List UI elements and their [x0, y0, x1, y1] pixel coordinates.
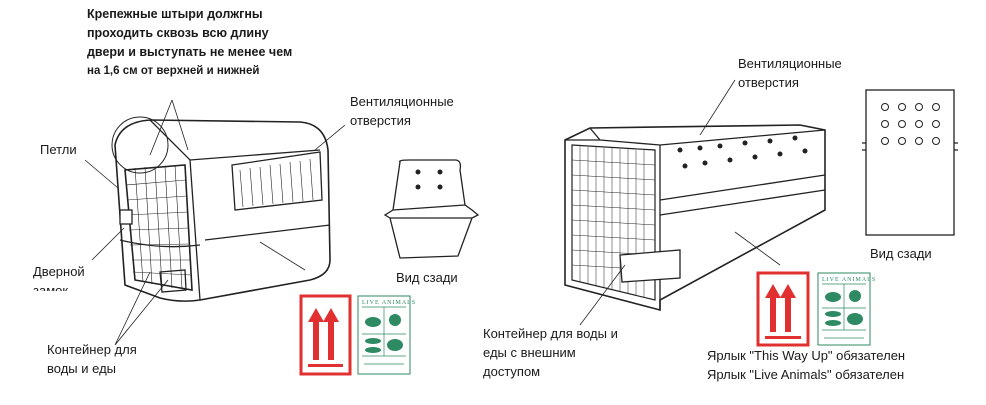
water-food-line: воды и еды: [47, 361, 116, 376]
live-animals-label-left: LIVE ANIMALS: [357, 295, 416, 375]
water-food-line: Контейнер для: [47, 342, 137, 357]
water-food-label-left: Контейнер для воды и еды: [47, 340, 137, 378]
water-food-line: доступом: [483, 364, 541, 379]
door-lock-label: Дверной замок: [33, 262, 85, 291]
svg-text:LIVE ANIMALS: LIVE ANIMALS: [362, 300, 416, 306]
ventilation-line: отверстия: [350, 113, 411, 128]
pins-note-line: проходить сквозь всю длину: [87, 26, 269, 40]
rear-view-label-left: Вид сзади: [396, 270, 458, 285]
this-way-up-label-right: [756, 271, 810, 347]
left-rear-view-drawing: [383, 159, 480, 259]
water-food-line: Контейнер для воды и: [483, 326, 618, 341]
left-leader-lines: [84, 99, 346, 346]
right-leader-lines: [579, 79, 781, 326]
wooden-crate-drawing: [564, 124, 826, 312]
door-lock-line: замок: [33, 283, 69, 291]
pins-note: Крепежные штыри должгны проходить сквозь…: [87, 5, 292, 81]
ventilation-line: отверстия: [738, 75, 799, 90]
water-food-label-right: Контейнер для воды и еды с внешним досту…: [483, 324, 618, 381]
pins-note-line: на 1,6 см от верхней и нижней: [87, 65, 260, 77]
ventilation-line: Вентиляционные: [350, 94, 454, 109]
rear-view-label-right: Вид сзади: [870, 246, 932, 261]
plastic-crate-drawing: [111, 116, 331, 302]
water-food-line: еды с внешним: [483, 345, 576, 360]
svg-text:LIVE ANIMALS: LIVE ANIMALS: [822, 277, 876, 283]
ventilation-label-right: Вентиляционные отверстия: [738, 54, 842, 92]
required-labels-note: Ярлык "This Way Up" обязателен Ярлык "Li…: [707, 346, 905, 384]
ventilation-line: Вентиляционные: [738, 56, 842, 71]
pins-note-line: Крепежные штыри должгны: [87, 7, 263, 21]
right-rear-view-drawing: [862, 89, 958, 236]
live-animals-label-right: LIVE ANIMALS: [817, 272, 876, 346]
hinges-label: Петли: [40, 142, 77, 157]
ventilation-label-left: Вентиляционные отверстия: [350, 92, 454, 130]
this-way-up-note: Ярлык "This Way Up" обязателен: [707, 348, 906, 363]
live-animals-note: Ярлык "Live Animals" обязателен: [707, 367, 905, 382]
door-lock-line: Дверной: [33, 264, 85, 279]
pins-note-line: двери и выступать не менее чем: [87, 45, 293, 59]
this-way-up-label-left: [299, 294, 352, 376]
